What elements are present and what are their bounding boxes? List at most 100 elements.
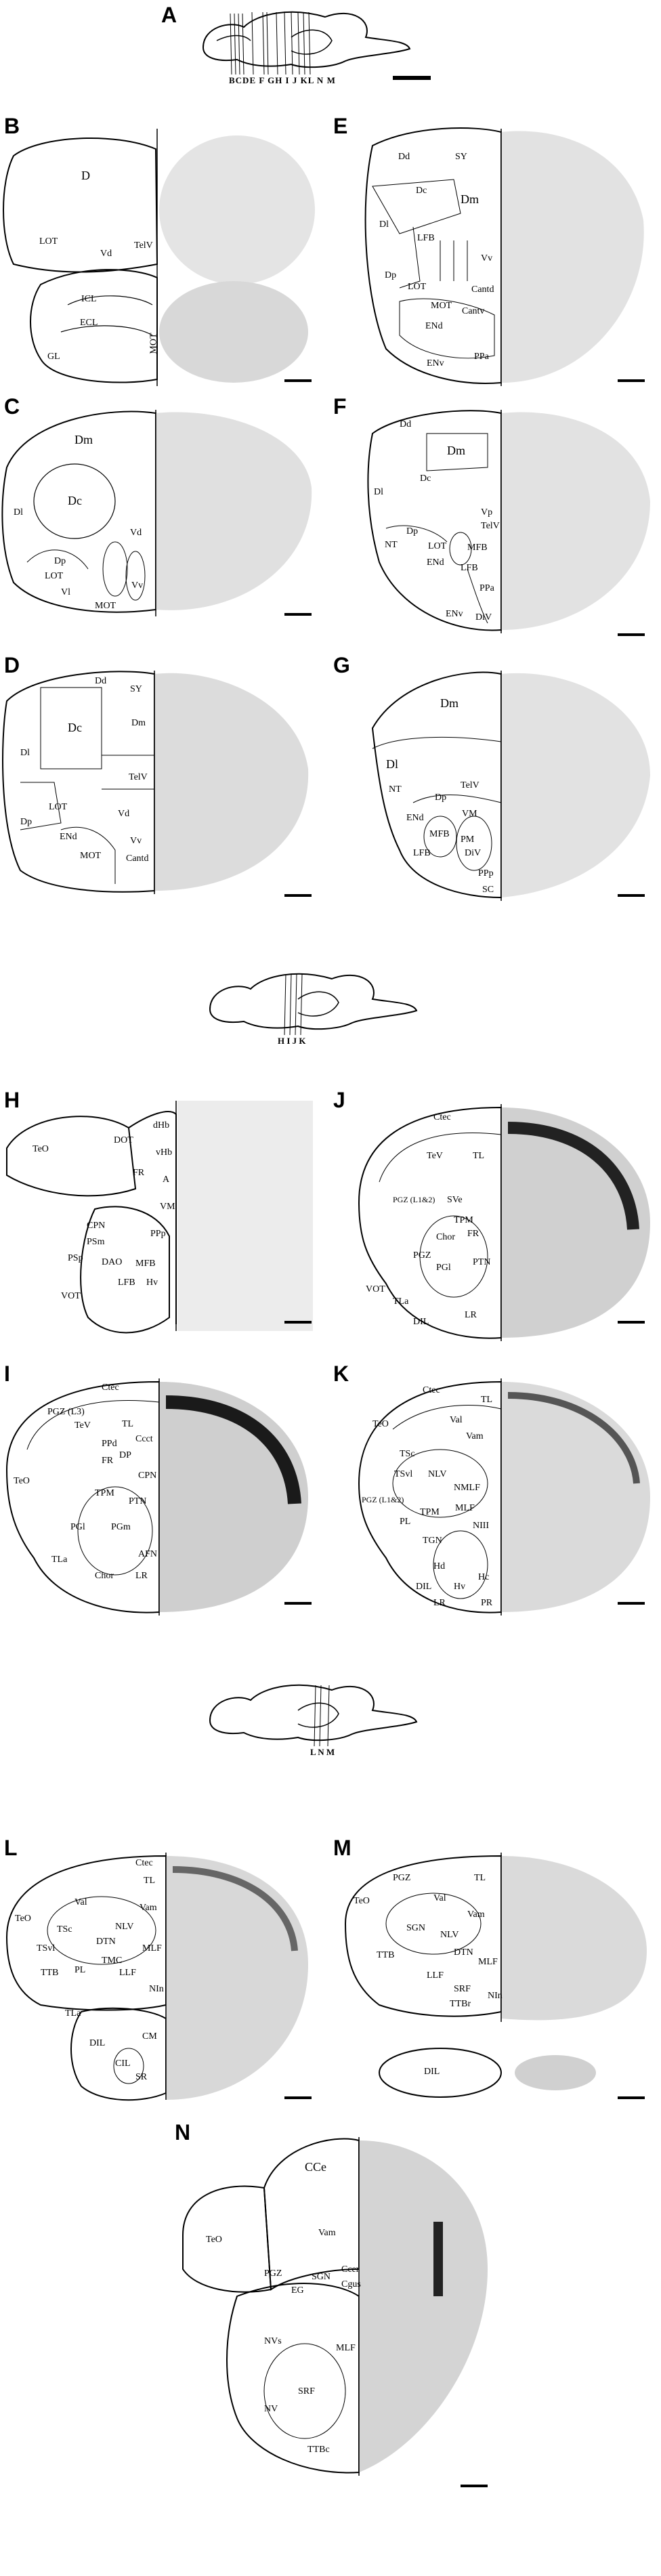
label-n-2: Vam	[318, 2228, 336, 2238]
label-k-9: PGZ (L1&2)	[362, 1495, 404, 1504]
label-e-14: PPa	[474, 352, 489, 362]
label-b-3: TelV	[134, 240, 153, 251]
panel-c: Dm Dc Dl Vd Dp LOT Vl Vv MOT	[0, 406, 318, 630]
label-k-2: TeO	[372, 1419, 389, 1429]
label-k-11: MLF	[455, 1503, 475, 1513]
label-d-10: Vv	[130, 836, 142, 846]
label-l-3: Val	[74, 1897, 87, 1907]
scale-bar-n	[461, 2485, 488, 2487]
label-h-15: VOT	[61, 1291, 81, 1301]
label-e-6: Vv	[481, 253, 493, 263]
label-i-11: PTN	[129, 1496, 147, 1506]
label-n-3: PGZ	[264, 2268, 282, 2279]
label-n-12: NV	[264, 2404, 278, 2414]
label-m-7: DTN	[454, 1947, 473, 1958]
label-k-18: DIL	[416, 1582, 432, 1592]
label-c-0: Dm	[74, 433, 93, 446]
label-n-10: SRF	[298, 2386, 315, 2396]
label-h-13: LFB	[118, 1278, 135, 1288]
panel-letter-i: I	[4, 1361, 10, 1386]
label-n-9: MLF	[336, 2343, 356, 2353]
label-i-7: FR	[102, 1456, 114, 1466]
brain-schematic-3: L N M	[196, 1673, 420, 1761]
label-c-6: Vl	[61, 587, 70, 597]
label-c-1: Dc	[68, 494, 82, 507]
label-l-0: Ctec	[135, 1858, 153, 1868]
label-k-3: Val	[450, 1415, 463, 1425]
label-i-12: PGl	[70, 1522, 85, 1532]
label-h-10: PSp	[68, 1253, 83, 1263]
label-i-3: TL	[122, 1419, 134, 1429]
label-f-9: MFB	[467, 543, 488, 553]
label-i-16: Chor	[95, 1571, 114, 1581]
label-f-3: Dl	[374, 487, 383, 497]
label-d-11: MOT	[80, 851, 102, 861]
section-letters-2: H I J K	[278, 1036, 306, 1046]
label-l-5: TSc	[57, 1924, 72, 1935]
panel-j: Ctec TeV TL PGZ (L1&2) SVe TPM Chor FR P…	[352, 1101, 657, 1345]
label-i-8: TeO	[14, 1476, 30, 1486]
label-k-10: TPM	[420, 1507, 440, 1517]
label-i-17: LR	[135, 1571, 148, 1581]
label-e-9: Cantd	[471, 284, 494, 295]
label-j-3: PGZ (L1&2)	[393, 1195, 435, 1204]
panel-d: Dd SY Dm Dc Dl TelV Vd LOT Dp ENd Vv MOT…	[0, 667, 318, 898]
section-letters-a: BCDE F GH I J KL N M	[229, 75, 336, 85]
scale-bar-b	[284, 379, 312, 382]
label-c-5: LOT	[45, 571, 64, 581]
label-f-7: NT	[385, 540, 398, 550]
label-g-12: SC	[482, 885, 494, 895]
panel-n: CCe TeO Vam PGZ EG SGN Ccer Cgus NVs MLF…	[169, 2134, 501, 2486]
label-d-6: Vd	[118, 809, 130, 819]
label-n-4: EG	[291, 2285, 304, 2296]
label-d-8: Dp	[20, 817, 33, 827]
label-k-7: NLV	[428, 1469, 447, 1479]
label-l-19: SR	[135, 2072, 148, 2082]
label-b-5: ECL	[80, 318, 98, 328]
label-j-6: Chor	[436, 1232, 455, 1242]
panel-h: TeO DOT dHb vHb FR A VM CPN PSm PPp PSp …	[0, 1101, 318, 1345]
label-f-13: ENv	[446, 609, 463, 619]
label-m-11: SRF	[454, 1984, 471, 1994]
label-c-8: MOT	[95, 601, 116, 611]
label-n-1: TeO	[206, 2235, 222, 2245]
label-g-2: NT	[389, 784, 402, 795]
scale-bar-c	[284, 613, 312, 616]
label-f-8: LOT	[428, 541, 447, 551]
label-e-11: Cantv	[462, 306, 485, 316]
label-d-2: Dm	[131, 718, 146, 728]
label-k-6: TSvl	[394, 1469, 413, 1479]
label-m-12: TTBr	[450, 1999, 471, 2009]
panel-i: Ctec PGZ (L3) TeV TL PPd DP Ccct FR TeO …	[0, 1375, 318, 1619]
label-j-4: SVe	[447, 1195, 463, 1205]
panel-f: Dd Dm Dc Dl Vp TelV Dp NT LOT MFB ENd LF…	[359, 406, 657, 637]
section-letters-3: L N M	[310, 1747, 335, 1757]
panel-letter-e: E	[333, 114, 348, 138]
label-h-5: A	[163, 1175, 170, 1185]
label-f-1: Dm	[447, 444, 465, 457]
label-f-6: Dp	[406, 526, 419, 536]
label-j-5: TPM	[454, 1215, 473, 1225]
panel-letter-f: F	[333, 394, 347, 419]
label-e-0: Dd	[398, 152, 410, 162]
brain-schematic-a: BCDE F GH I J KL N M	[190, 0, 413, 88]
label-g-1: Dl	[386, 757, 398, 771]
label-b-6: GL	[47, 352, 60, 362]
label-f-11: LFB	[461, 563, 478, 573]
label-j-9: PGl	[436, 1263, 451, 1273]
label-h-3: vHb	[156, 1147, 173, 1158]
label-m-6: SGN	[406, 1923, 426, 1933]
label-b-2: Vd	[100, 249, 112, 259]
label-l-13: TTB	[41, 1968, 59, 1978]
label-g-4: Dp	[435, 793, 447, 803]
label-l-15: TLa	[65, 2008, 81, 2019]
label-d-0: Dd	[95, 676, 107, 686]
scale-bar-k	[618, 1602, 645, 1605]
label-l-16: DIL	[89, 2038, 106, 2048]
label-e-12: ENd	[425, 321, 443, 331]
label-j-12: TLa	[393, 1296, 409, 1307]
scale-bar-h	[284, 1321, 312, 1324]
label-f-14: DiV	[475, 612, 492, 622]
label-g-3: TelV	[461, 780, 479, 790]
label-e-8: LOT	[408, 282, 427, 292]
